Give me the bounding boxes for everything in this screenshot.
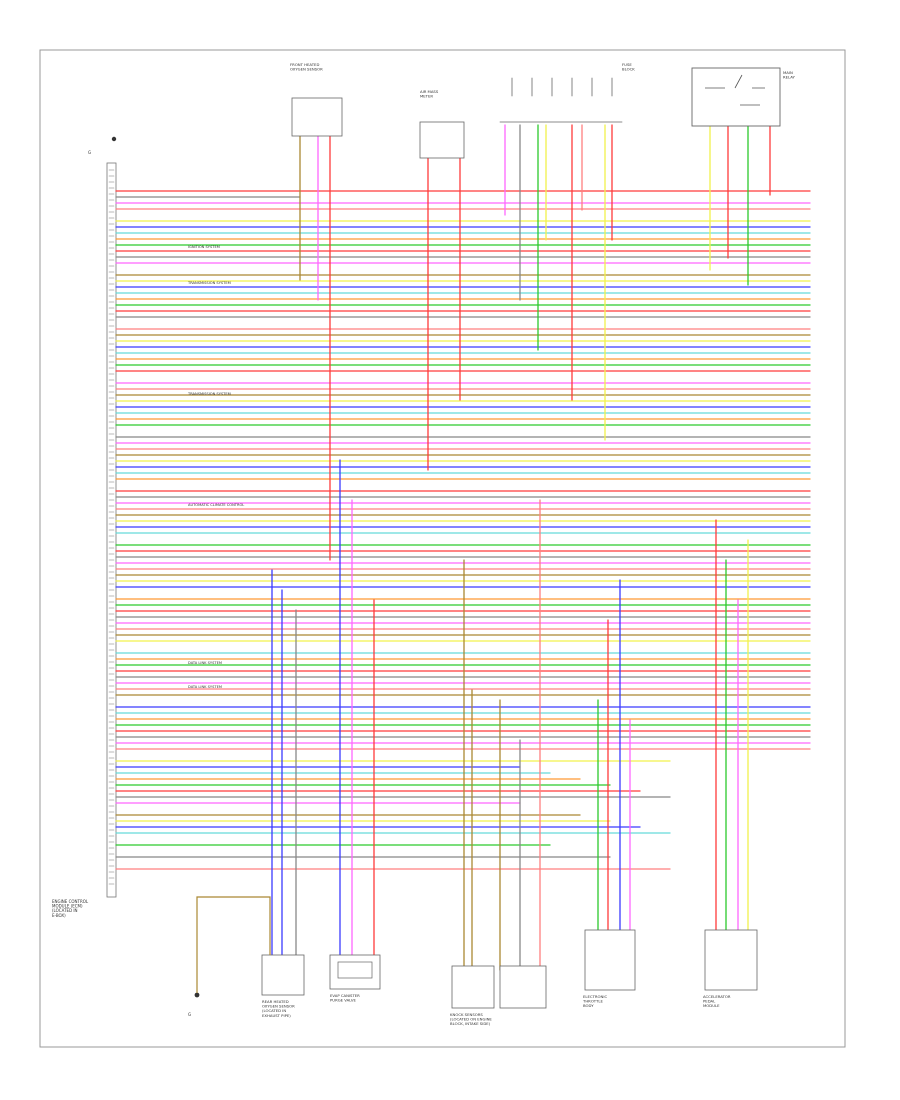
throttle-body-box [584, 929, 636, 991]
ground-top-symbol [111, 136, 117, 142]
relay-switch-symbol [705, 74, 765, 106]
side-note-2: TRANSMISSION SYSTEM [187, 281, 231, 285]
ground-bottom-wire [196, 896, 271, 993]
vertical-wires [271, 77, 771, 971]
side-note-4: AUTOMATIC CLIMATE CONTROL [188, 503, 244, 507]
ecm-box [106, 162, 117, 898]
air-mass-meter-box [419, 121, 465, 159]
diagram-border [39, 49, 846, 1048]
rear-o2-sensor-box [261, 954, 305, 996]
knock-sensor-2-box [499, 965, 547, 1009]
front-o2-sensor-box [291, 97, 343, 137]
ecm-pin-labels [108, 169, 115, 885]
horizontal-wires [115, 190, 811, 870]
accelerator-pedal-module-box [704, 929, 758, 991]
ground-top-label: G [88, 150, 91, 155]
side-note-1: IGNITION SYSTEM [188, 245, 220, 249]
ground-bottom-symbol [194, 992, 200, 998]
side-note-3: TRANSMISSION SYSTEM [187, 392, 231, 396]
ground-bottom-label: G [188, 1012, 191, 1017]
evap-purge-valve-box [329, 954, 381, 990]
side-note-5: DATA LINK SYSTEM [188, 661, 222, 665]
evap-valve-inner [337, 961, 373, 979]
side-note-6: DATA LINK SYSTEM [188, 685, 222, 689]
main-relay-box [691, 67, 781, 127]
knock-sensor-1-box [451, 965, 495, 1009]
